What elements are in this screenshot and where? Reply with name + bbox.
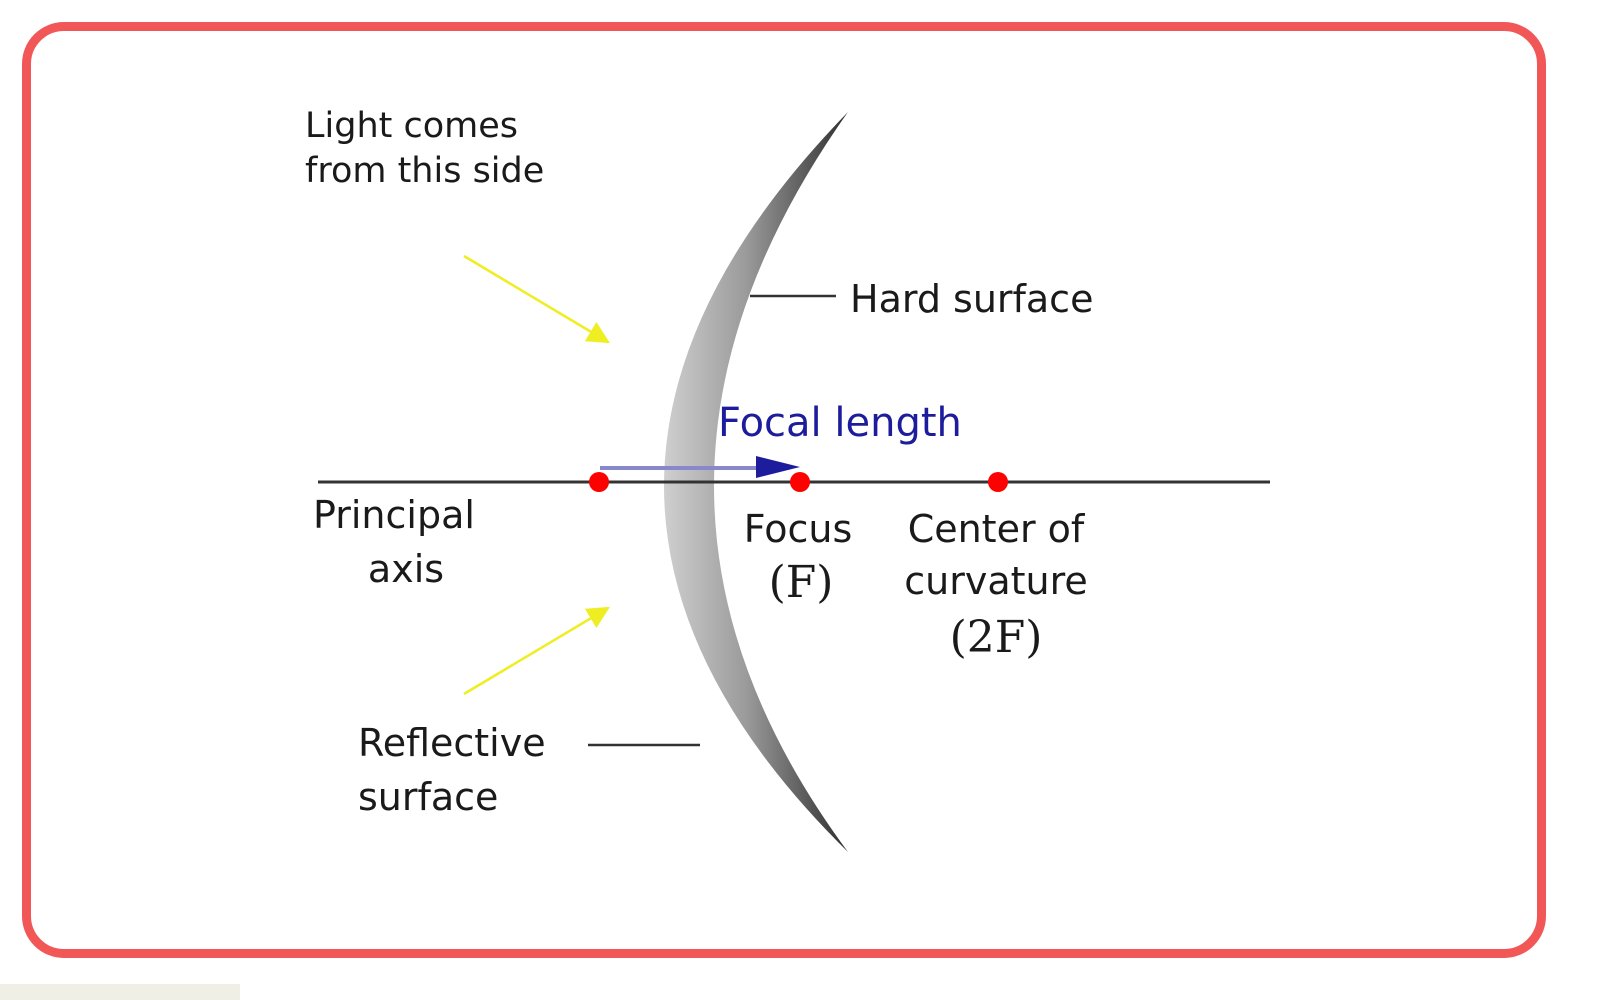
pole-point xyxy=(589,472,609,492)
mirror-body xyxy=(664,112,848,852)
center-label-line2: curvature xyxy=(904,559,1088,603)
center-label-line3: (2F) xyxy=(950,612,1043,663)
focal-length-label: Focal length xyxy=(718,400,962,446)
reflective-label-line2: surface xyxy=(358,775,498,819)
light-arrow-lower xyxy=(463,606,610,696)
light-label-line2: from this side xyxy=(305,151,544,191)
reflective-label-line1: Reflective xyxy=(358,721,546,765)
center-label-line1: Center of xyxy=(908,507,1086,551)
principal-axis-label-line2: axis xyxy=(368,547,444,591)
focus-label-line2: (F) xyxy=(769,557,834,608)
focus-label-line1: Focus xyxy=(744,507,853,551)
center-of-curvature-point xyxy=(988,472,1008,492)
corner-strip xyxy=(0,984,240,1000)
hard-surface-label: Hard surface xyxy=(850,277,1093,321)
light-arrow-upper xyxy=(463,254,610,344)
principal-axis-label-line1: Principal xyxy=(313,493,475,537)
focus-point xyxy=(790,472,810,492)
diagram-frame xyxy=(22,22,1546,958)
focal-length-arrowhead xyxy=(756,456,800,478)
light-label-line1: Light comes xyxy=(305,106,518,146)
